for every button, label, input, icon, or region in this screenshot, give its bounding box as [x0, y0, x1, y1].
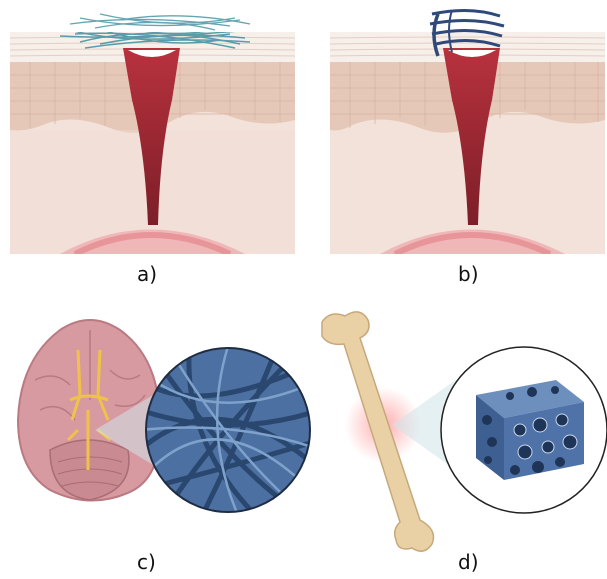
panel-b-skin-sutured [330, 32, 605, 254]
panel-label-b: b) [458, 262, 479, 286]
panel-label-c: c) [137, 550, 156, 574]
panel-a-skin-wound [10, 24, 295, 254]
porous-scaffold-zoom [441, 347, 607, 513]
nanofiber-mesh-a [70, 14, 250, 30]
nanofiber-scaffold-zoom [140, 340, 320, 520]
panel-label-a: a) [137, 262, 157, 286]
panel-label-d: d) [458, 550, 479, 574]
